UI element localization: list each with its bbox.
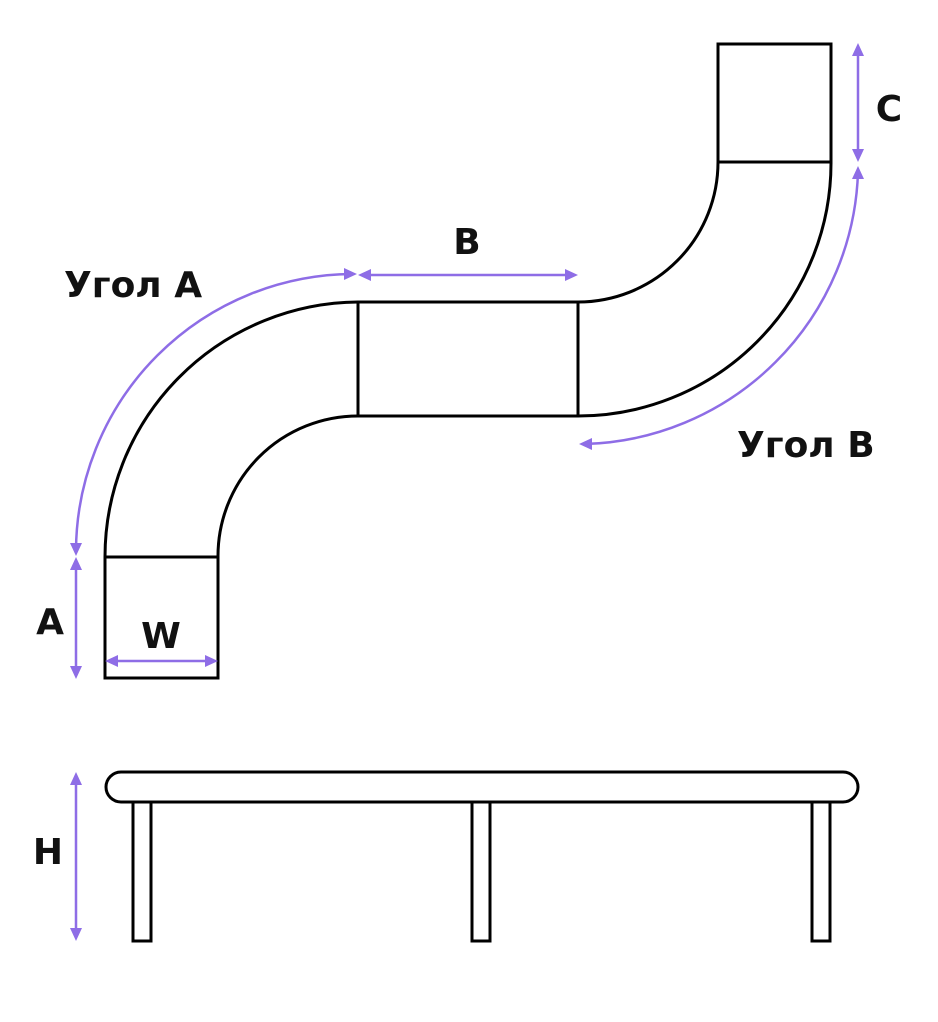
arrowhead bbox=[344, 268, 357, 280]
bench-leg-middle bbox=[470, 798, 492, 943]
label-w: W bbox=[141, 616, 181, 657]
label-angle-b: Угол B bbox=[737, 425, 875, 466]
arrowhead bbox=[70, 557, 82, 570]
arrowhead bbox=[852, 166, 864, 179]
arrowhead bbox=[70, 772, 82, 785]
dimension-labels: Угол A B C Угол B A W H bbox=[33, 89, 902, 873]
label-b: B bbox=[453, 222, 480, 263]
arrowhead bbox=[565, 269, 578, 281]
bench-leg-right bbox=[810, 798, 832, 943]
label-h: H bbox=[33, 832, 63, 873]
angle-b-dimension-arc bbox=[583, 170, 860, 446]
label-a: A bbox=[36, 602, 64, 643]
arrowhead bbox=[70, 928, 82, 941]
bench-top-outline bbox=[103, 42, 833, 680]
bench-seat bbox=[104, 770, 860, 804]
bench-side-view bbox=[104, 770, 860, 943]
arrowhead bbox=[852, 149, 864, 162]
label-c: C bbox=[876, 89, 902, 130]
arrowhead bbox=[205, 655, 218, 667]
arrowhead bbox=[358, 269, 371, 281]
arrowhead bbox=[70, 666, 82, 679]
angle-a-dimension-arc bbox=[74, 272, 354, 552]
bench-top-view bbox=[103, 42, 833, 680]
arrowhead bbox=[579, 438, 592, 450]
arrowhead bbox=[70, 543, 82, 556]
arrowhead bbox=[105, 655, 118, 667]
label-angle-a: Угол A bbox=[64, 265, 202, 306]
dimension-lines bbox=[70, 43, 864, 941]
arrowhead bbox=[852, 43, 864, 56]
bench-leg-left bbox=[131, 798, 153, 943]
